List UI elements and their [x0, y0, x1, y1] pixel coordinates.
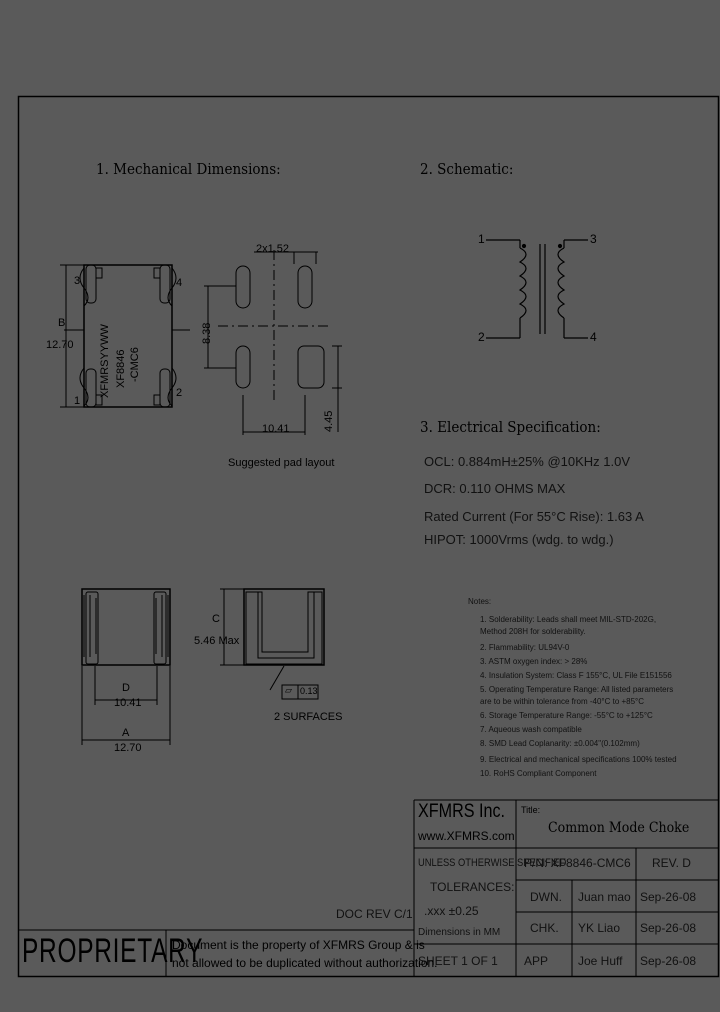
dim-c-letter: C — [212, 613, 220, 625]
note-line: 9. Electrical and mechanical specificati… — [480, 755, 677, 764]
electrical-header: 3. Electrical Specification: — [420, 418, 601, 436]
note-line: 3. ASTM oxygen index: > 28% — [480, 657, 588, 666]
dimensions-unit: Dimensions in MM — [418, 927, 501, 938]
sheet-border — [17, 95, 720, 978]
spec-hipot: HIPOT: 1000Vrms (wdg. to wdg.) — [424, 532, 614, 547]
company-name: XFMRS Inc. — [418, 801, 506, 822]
dim-a-value: 12.70 — [114, 742, 142, 754]
pad-span-label: 10.41 — [262, 423, 290, 435]
schematic-pin-2: 2 — [478, 330, 485, 344]
notice-line1: Document is the property of XFMRS Group … — [172, 938, 425, 952]
proprietary-label: PROPRIETARY — [22, 932, 204, 970]
pad-height-label: 4.45 — [323, 410, 335, 432]
spec-rated-current: Rated Current (For 55°C Rise): 1.63 A — [424, 509, 644, 524]
note-line: 1. Solderability: Leads shall meet MIL-S… — [480, 615, 657, 624]
pin-1-label: 1 — [74, 395, 81, 407]
sheet-number: SHEET 1 OF 1 — [418, 954, 498, 968]
app-date: Sep-26-08 — [640, 954, 697, 968]
schematic-pin-4: 4 — [590, 330, 597, 344]
pad-layout-caption: Suggested pad layout — [228, 457, 335, 469]
part-number: P/N: XF8846-CMC6 — [524, 856, 631, 870]
dim-b-value: 12.70 — [46, 339, 74, 351]
note-line: 6. Storage Temperature Range: -55°C to +… — [480, 711, 653, 720]
component-top-view — [60, 264, 190, 408]
dim-b-letter: B — [58, 317, 66, 329]
unless-specified: UNLESS OTHERWISE SPECIFIED — [418, 857, 567, 869]
pad-row-gap-label: 8.38 — [201, 322, 213, 344]
part-mark-line3: -CMC6 — [129, 347, 141, 382]
doc-rev: DOC REV C/1 — [336, 907, 413, 921]
schematic-pin-3: 3 — [590, 232, 597, 246]
note-line: 8. SMD Lead Coplanarity: ±0.004"(0.102mm… — [480, 739, 640, 748]
pin-4-label: 4 — [176, 277, 183, 289]
dim-d-letter: D — [122, 682, 130, 694]
dim-c-value: 5.46 Max — [194, 635, 240, 647]
note-line: 10. RoHS Compliant Component — [480, 769, 597, 778]
note-line: 2. Flammability: UL94V-0 — [480, 643, 570, 652]
dim-a-letter: A — [122, 727, 130, 739]
pin-3-label: 3 — [74, 275, 81, 287]
spec-dcr: DCR: 0.110 OHMS MAX — [424, 481, 566, 496]
component-side-view — [220, 588, 325, 700]
note-line: 4. Insulation System: Class F 155°C, UL … — [480, 671, 672, 680]
dim-d-value: 10.41 — [114, 697, 142, 709]
drawing-title: Common Mode Choke — [548, 820, 690, 836]
revision: REV. D — [652, 856, 691, 870]
company-website: www.XFMRS.com — [418, 829, 515, 843]
part-mark-line2: XF8846 — [115, 349, 127, 388]
flatness-symbol-icon: ⏥ — [285, 686, 292, 696]
dwn-label: DWN. — [530, 890, 562, 904]
note-line: 5. Operating Temperature Range: All list… — [480, 685, 674, 694]
component-front-view — [81, 588, 171, 745]
flatness-caption: 2 SURFACES — [274, 711, 343, 723]
title-block-grid — [18, 799, 718, 976]
tolerance-value: .xxx ±0.25 — [424, 904, 479, 918]
pad-pitch-label: 2x1.52 — [256, 243, 290, 255]
app-name: Joe Huff — [578, 954, 623, 968]
mechanical-header: 1. Mechanical Dimensions: — [96, 160, 281, 178]
pin-2-label: 2 — [176, 387, 183, 399]
chk-label: CHK. — [530, 921, 559, 935]
schematic-diagram — [486, 239, 588, 339]
app-label: APP — [524, 954, 549, 968]
dwn-date: Sep-26-08 — [640, 890, 697, 904]
notes-title: Notes: — [468, 597, 492, 606]
title-label: Title: — [521, 805, 541, 815]
schematic-pin-1: 1 — [478, 232, 485, 246]
spec-ocl: OCL: 0.884mH±25% @10KHz 1.0V — [424, 454, 631, 469]
note-line: 7. Aqueous wash compatible — [480, 725, 582, 734]
note-line: are to be within tolerance from -40°C to… — [480, 697, 645, 706]
tolerances-label: TOLERANCES: — [430, 880, 515, 894]
part-mark-line1: XFMRSYYWW — [99, 324, 111, 398]
pad-layout — [204, 250, 342, 435]
schematic-header: 2. Schematic: — [420, 160, 514, 178]
notice-line2: not allowed to be duplicated without aut… — [172, 956, 438, 970]
note-line: Method 208H for solderability. — [480, 627, 586, 636]
flatness-value: 0.13 — [300, 686, 318, 696]
dwn-name: Juan mao — [578, 890, 631, 904]
chk-name: YK Liao — [578, 921, 621, 935]
chk-date: Sep-26-08 — [640, 921, 697, 935]
